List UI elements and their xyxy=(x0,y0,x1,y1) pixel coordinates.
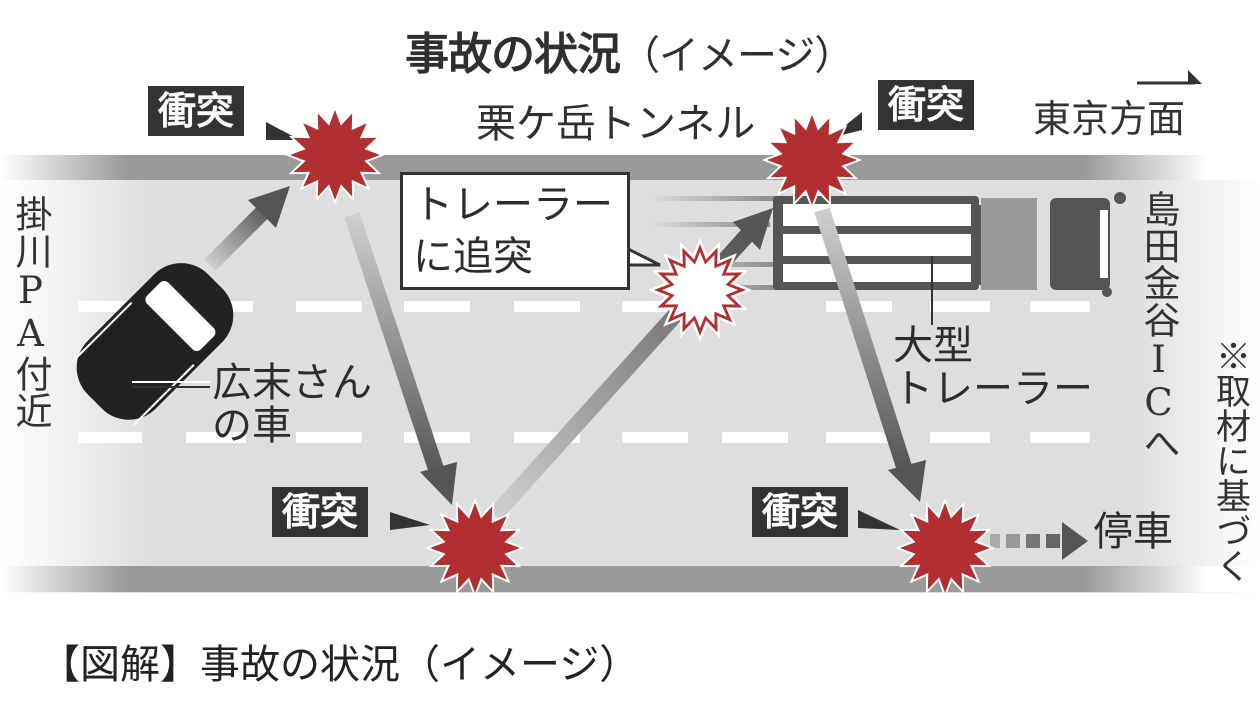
pointer-4 xyxy=(858,510,900,530)
trajectory-arrow-4 xyxy=(814,207,926,502)
diagram-title: 事故の状況（イメージ） xyxy=(405,33,854,79)
lane-marking-lower xyxy=(78,432,1090,443)
rear-end-burst-center xyxy=(662,252,738,328)
left-location-label: 掛川PA付近 xyxy=(9,195,52,429)
right-location-label: 島田金谷ICへ xyxy=(1137,190,1180,461)
collision-label-4: 衝突 xyxy=(752,487,849,537)
trailer-label: 大型 トレーラー xyxy=(893,323,1093,413)
stopped-label: 停車 xyxy=(1093,509,1173,555)
car-label-line-1: 広末さん xyxy=(212,360,372,406)
trajectory-arrow-1 xyxy=(204,186,290,271)
tunnel-label: 栗ケ岳トンネル xyxy=(476,101,756,147)
figure-caption: 【図解】事故の状況（イメージ） xyxy=(40,642,640,688)
impact-burst-3 xyxy=(430,503,520,593)
impact-burst-2 xyxy=(767,115,857,205)
road-shoulder-bottom xyxy=(0,566,1260,592)
large-trailer xyxy=(773,192,1126,297)
car-icon xyxy=(70,263,234,426)
collision-label-3: 衝突 xyxy=(272,487,369,537)
trailer-label-line-2: トレーラー xyxy=(893,366,1093,413)
car-label-line-2: の車 xyxy=(212,403,292,450)
stop-arrow xyxy=(990,522,1088,560)
pointer-1 xyxy=(266,122,300,140)
impact-burst-1 xyxy=(290,110,380,200)
source-note: ※取材に基づく xyxy=(1210,338,1250,583)
pointer-3 xyxy=(390,512,430,530)
road-shoulder-top xyxy=(0,155,1260,180)
collision-label-2: 衝突 xyxy=(878,80,975,130)
impact-burst-4 xyxy=(900,503,990,593)
title-sub: （イメージ） xyxy=(620,33,854,79)
callout-line-1: トレーラー xyxy=(413,182,613,228)
direction-label: 東京方面 xyxy=(1033,97,1186,141)
callout-line-2: に追突 xyxy=(413,234,533,280)
title-main: 事故の状況 xyxy=(405,29,621,80)
trajectory-arrow-2 xyxy=(344,212,457,505)
rear-end-callout: トレーラー に追突 xyxy=(400,172,630,290)
car-label: 広末さん の車 xyxy=(212,360,372,450)
arrow-right-icon xyxy=(1137,70,1202,85)
collision-label-1: 衝突 xyxy=(148,86,245,136)
trailer-label-line-1: 大型 xyxy=(893,323,973,369)
